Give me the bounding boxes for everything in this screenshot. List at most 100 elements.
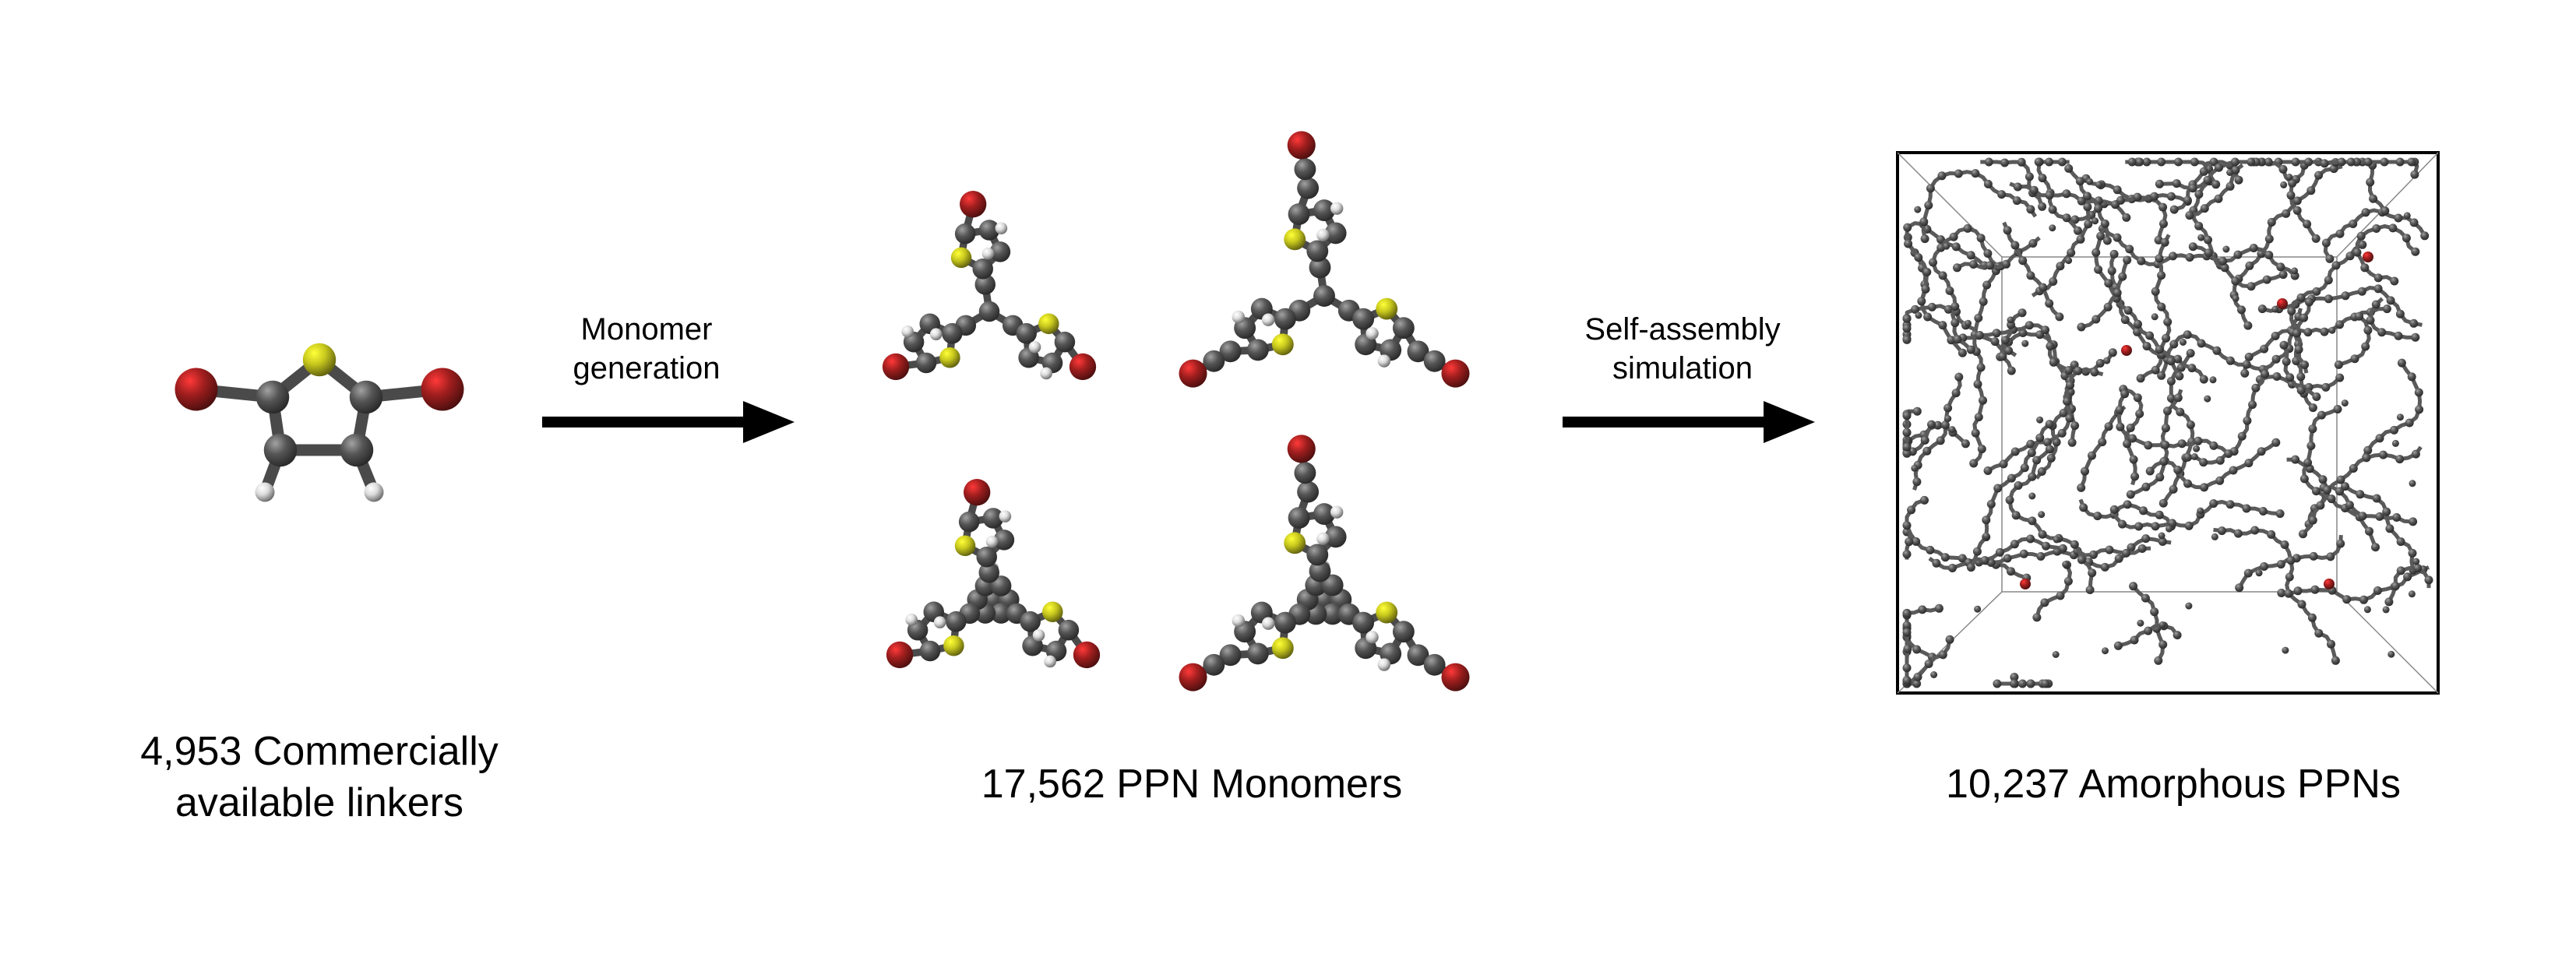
atom-c <box>2010 241 2020 250</box>
ppns-caption-text: 10,237 Amorphous PPNs <box>1946 762 2401 807</box>
atom-c <box>2038 530 2047 539</box>
atom-c <box>2173 393 2183 403</box>
atom-c <box>1321 603 1344 625</box>
atom-c <box>2260 562 2269 571</box>
atom-c <box>2010 540 2019 549</box>
atom-c <box>2095 181 2102 188</box>
atom-c <box>2185 253 2194 262</box>
atom-h <box>985 535 999 548</box>
atom-c <box>2077 483 2086 492</box>
atom-s <box>302 343 337 377</box>
atom-c <box>1936 235 1945 245</box>
box-edge <box>2336 591 2439 694</box>
atom-c <box>1929 258 1937 267</box>
atom-c <box>2215 163 2223 172</box>
atom-c <box>946 610 967 632</box>
atom-c <box>2183 195 2192 205</box>
atom-c <box>2123 500 2132 509</box>
polymer-chain <box>2148 441 2278 490</box>
atom-c <box>1911 464 1919 472</box>
atom-c <box>2361 342 2370 351</box>
atom-c <box>2243 416 2252 425</box>
atom-c <box>2377 328 2387 337</box>
atom-c <box>978 301 1000 322</box>
atom-c <box>2287 307 2296 315</box>
atom-c <box>2372 494 2381 503</box>
atom-s <box>1376 297 1398 320</box>
atom-c <box>1919 217 1929 227</box>
atom-c <box>2209 441 2218 450</box>
atom-c <box>1907 505 1916 515</box>
atom-s <box>1284 228 1306 251</box>
atom-c <box>1958 554 1967 563</box>
arrow-1 <box>542 397 795 447</box>
arrow-2-head <box>1764 401 1815 443</box>
atom-c <box>2260 344 2269 354</box>
atom-c <box>1993 484 2003 493</box>
atom-c <box>2020 463 2029 473</box>
atom-c <box>990 603 1012 624</box>
atom-c <box>2104 279 2113 288</box>
atom-c <box>2111 200 2120 209</box>
atom-br <box>421 368 464 411</box>
atom-c <box>2296 385 2306 395</box>
atom-c <box>2029 185 2039 195</box>
atom-c <box>1902 676 1912 685</box>
atom-c <box>2240 368 2250 378</box>
atom-c <box>1324 526 1347 548</box>
atom-c <box>1352 611 1375 634</box>
atom-c <box>2056 262 2065 271</box>
atom-c <box>1288 507 1310 529</box>
atom-c <box>2026 439 2035 449</box>
atom-c <box>2261 369 2270 378</box>
atom-c <box>2424 575 2433 585</box>
atom-c <box>2214 194 2223 203</box>
atom-c <box>2243 568 2253 578</box>
atom-c <box>2058 544 2067 553</box>
atom-c <box>2027 449 2036 457</box>
atom-c <box>2137 256 2146 266</box>
atom-c <box>2002 259 2010 269</box>
atom-br <box>964 479 991 506</box>
atom-c <box>972 258 993 280</box>
atom-c <box>2197 234 2205 241</box>
atom-c <box>2094 204 2103 213</box>
atom-c <box>2372 224 2381 233</box>
atom-c <box>1966 251 1975 260</box>
atom-c <box>1902 314 1912 323</box>
arrow-2-label-line2: simulation <box>1612 351 1753 385</box>
atom-c <box>2280 181 2288 188</box>
atom-h <box>364 482 384 502</box>
atom-c <box>2386 296 2395 305</box>
atom-c <box>2064 164 2074 173</box>
atom-c <box>2160 237 2169 247</box>
atom-c <box>1902 521 1912 530</box>
atom-c <box>2026 205 2035 214</box>
atom-c <box>2113 641 2123 650</box>
atom-c <box>2296 372 2306 382</box>
atom-c <box>2166 377 2176 385</box>
monomers-caption: 17,562 PPN Monomers <box>919 758 1464 810</box>
atom-c <box>1902 663 1912 673</box>
atom-c <box>1313 199 1335 222</box>
atom-c <box>974 274 996 295</box>
atom-c <box>2165 525 2173 533</box>
arrow-1-label: Monomer generation <box>514 310 779 388</box>
atom-c <box>2275 509 2285 519</box>
atom-c <box>349 380 383 414</box>
atom-c <box>1984 157 1993 167</box>
atom-c <box>2135 409 2144 418</box>
atom-c <box>2077 322 2086 332</box>
atom-c <box>2335 487 2344 496</box>
atom-c <box>2091 217 2099 225</box>
atom-c <box>2358 240 2367 249</box>
atom-c <box>1986 499 1996 508</box>
atom-c <box>2197 339 2206 348</box>
atom-c <box>1934 603 1943 613</box>
atom-c <box>2133 393 2142 403</box>
atom-c <box>2038 174 2047 183</box>
atom-c <box>2130 635 2139 645</box>
atom-c <box>1912 537 1921 546</box>
atom-c <box>2303 328 2313 337</box>
atom-c <box>1912 477 1922 487</box>
